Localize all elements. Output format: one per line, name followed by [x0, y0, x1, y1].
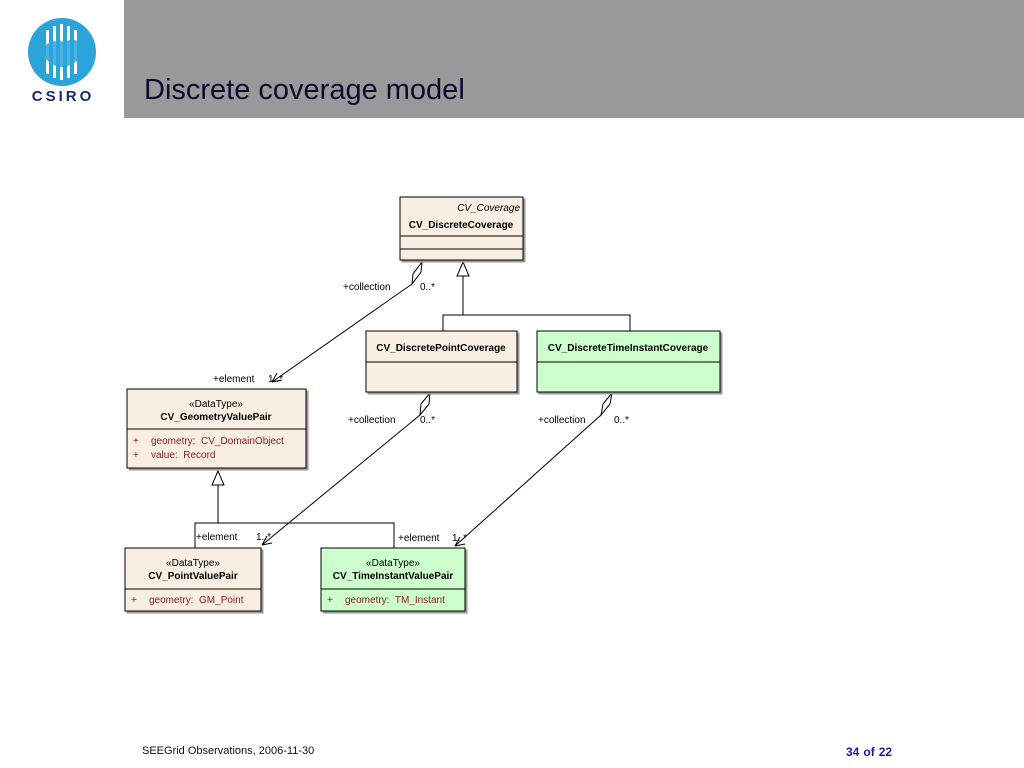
connectors — [194, 260, 631, 548]
logo-text: CSIRO — [31, 88, 95, 105]
role-label: +collection — [348, 415, 396, 426]
multiplicity-label: 0..* — [614, 415, 629, 426]
attribute-text: geometry: CV_DomainObject — [151, 436, 284, 447]
page-of: of — [863, 745, 875, 759]
class-name: CV_TimeInstantValuePair — [333, 571, 454, 582]
role-label: +collection — [538, 415, 586, 426]
attribute-visibility: + — [133, 450, 139, 461]
class-cv-point-value-pair — [124, 547, 262, 612]
multiplicity-label: 0..* — [420, 415, 435, 426]
csiro-logo: CSIRO — [22, 14, 104, 110]
class-stereotype: «DataType» — [189, 399, 243, 410]
multiplicity-label: 1..* — [268, 374, 283, 385]
class-cv-geometry-value-pair — [126, 388, 307, 469]
role-label: +element — [196, 532, 238, 543]
class-stereotype: «DataType» — [366, 558, 420, 569]
role-label: +collection — [343, 282, 391, 293]
role-label: +element — [213, 374, 255, 385]
csiro-globe-icon — [28, 18, 96, 86]
aggregation-diamond-1 — [411, 260, 423, 286]
attribute-visibility: + — [327, 595, 333, 606]
multiplicity-label: 1..* — [256, 532, 271, 543]
class-name: CV_DiscreteCoverage — [409, 220, 514, 231]
footer-text: SEEGrid Observations, 2006-11-30 — [142, 745, 315, 757]
page-number: 34 — [846, 745, 860, 759]
attribute-visibility: + — [131, 595, 137, 606]
class-stereotype: «DataType» — [166, 558, 220, 569]
aggregation-arrow-3 — [454, 536, 466, 547]
class-cv-time-instant-value-pair — [320, 547, 466, 612]
generalization-arrowhead-coverage — [456, 260, 470, 277]
header-band — [124, 0, 1024, 118]
class-name: CV_DiscretePointCoverage — [376, 343, 506, 354]
class-cv-discrete-time-instant-coverage — [536, 330, 721, 393]
aggregation-arrow-1 — [271, 372, 283, 383]
page-total: 22 — [878, 745, 893, 759]
class-name: CV_GeometryValuePair — [160, 412, 271, 423]
class-cv-discrete-coverage — [399, 196, 524, 261]
aggregation-line-2 — [261, 414, 421, 546]
aggregation-line-3 — [454, 414, 602, 547]
class-name: CV_PointValuePair — [148, 571, 238, 582]
aggregation-diamond-3 — [600, 391, 613, 417]
attribute-text: value: Record — [151, 450, 215, 461]
aggregation-arrow-2 — [261, 535, 273, 546]
multiplicity-label: 0..* — [420, 282, 435, 293]
role-label: +element — [398, 533, 440, 544]
class-name: CV_DiscreteTimeInstantCoverage — [548, 343, 709, 354]
class-stereotype: CV_Coverage — [457, 203, 520, 214]
generalization-line-coverage — [442, 276, 631, 331]
slide-title: Discrete coverage model — [144, 74, 465, 106]
generalization-line-valuepair — [194, 485, 395, 548]
attribute-text: geometry: TM_Instant — [345, 595, 445, 606]
aggregation-line-1 — [271, 283, 413, 383]
generalization-arrowhead-valuepair — [211, 469, 225, 486]
multiplicity-label: 1..* — [452, 533, 467, 544]
attribute-text: geometry: GM_Point — [149, 595, 244, 606]
class-cv-discrete-point-coverage — [365, 330, 518, 393]
aggregation-diamond-2 — [419, 391, 431, 417]
attribute-visibility: + — [133, 436, 139, 447]
